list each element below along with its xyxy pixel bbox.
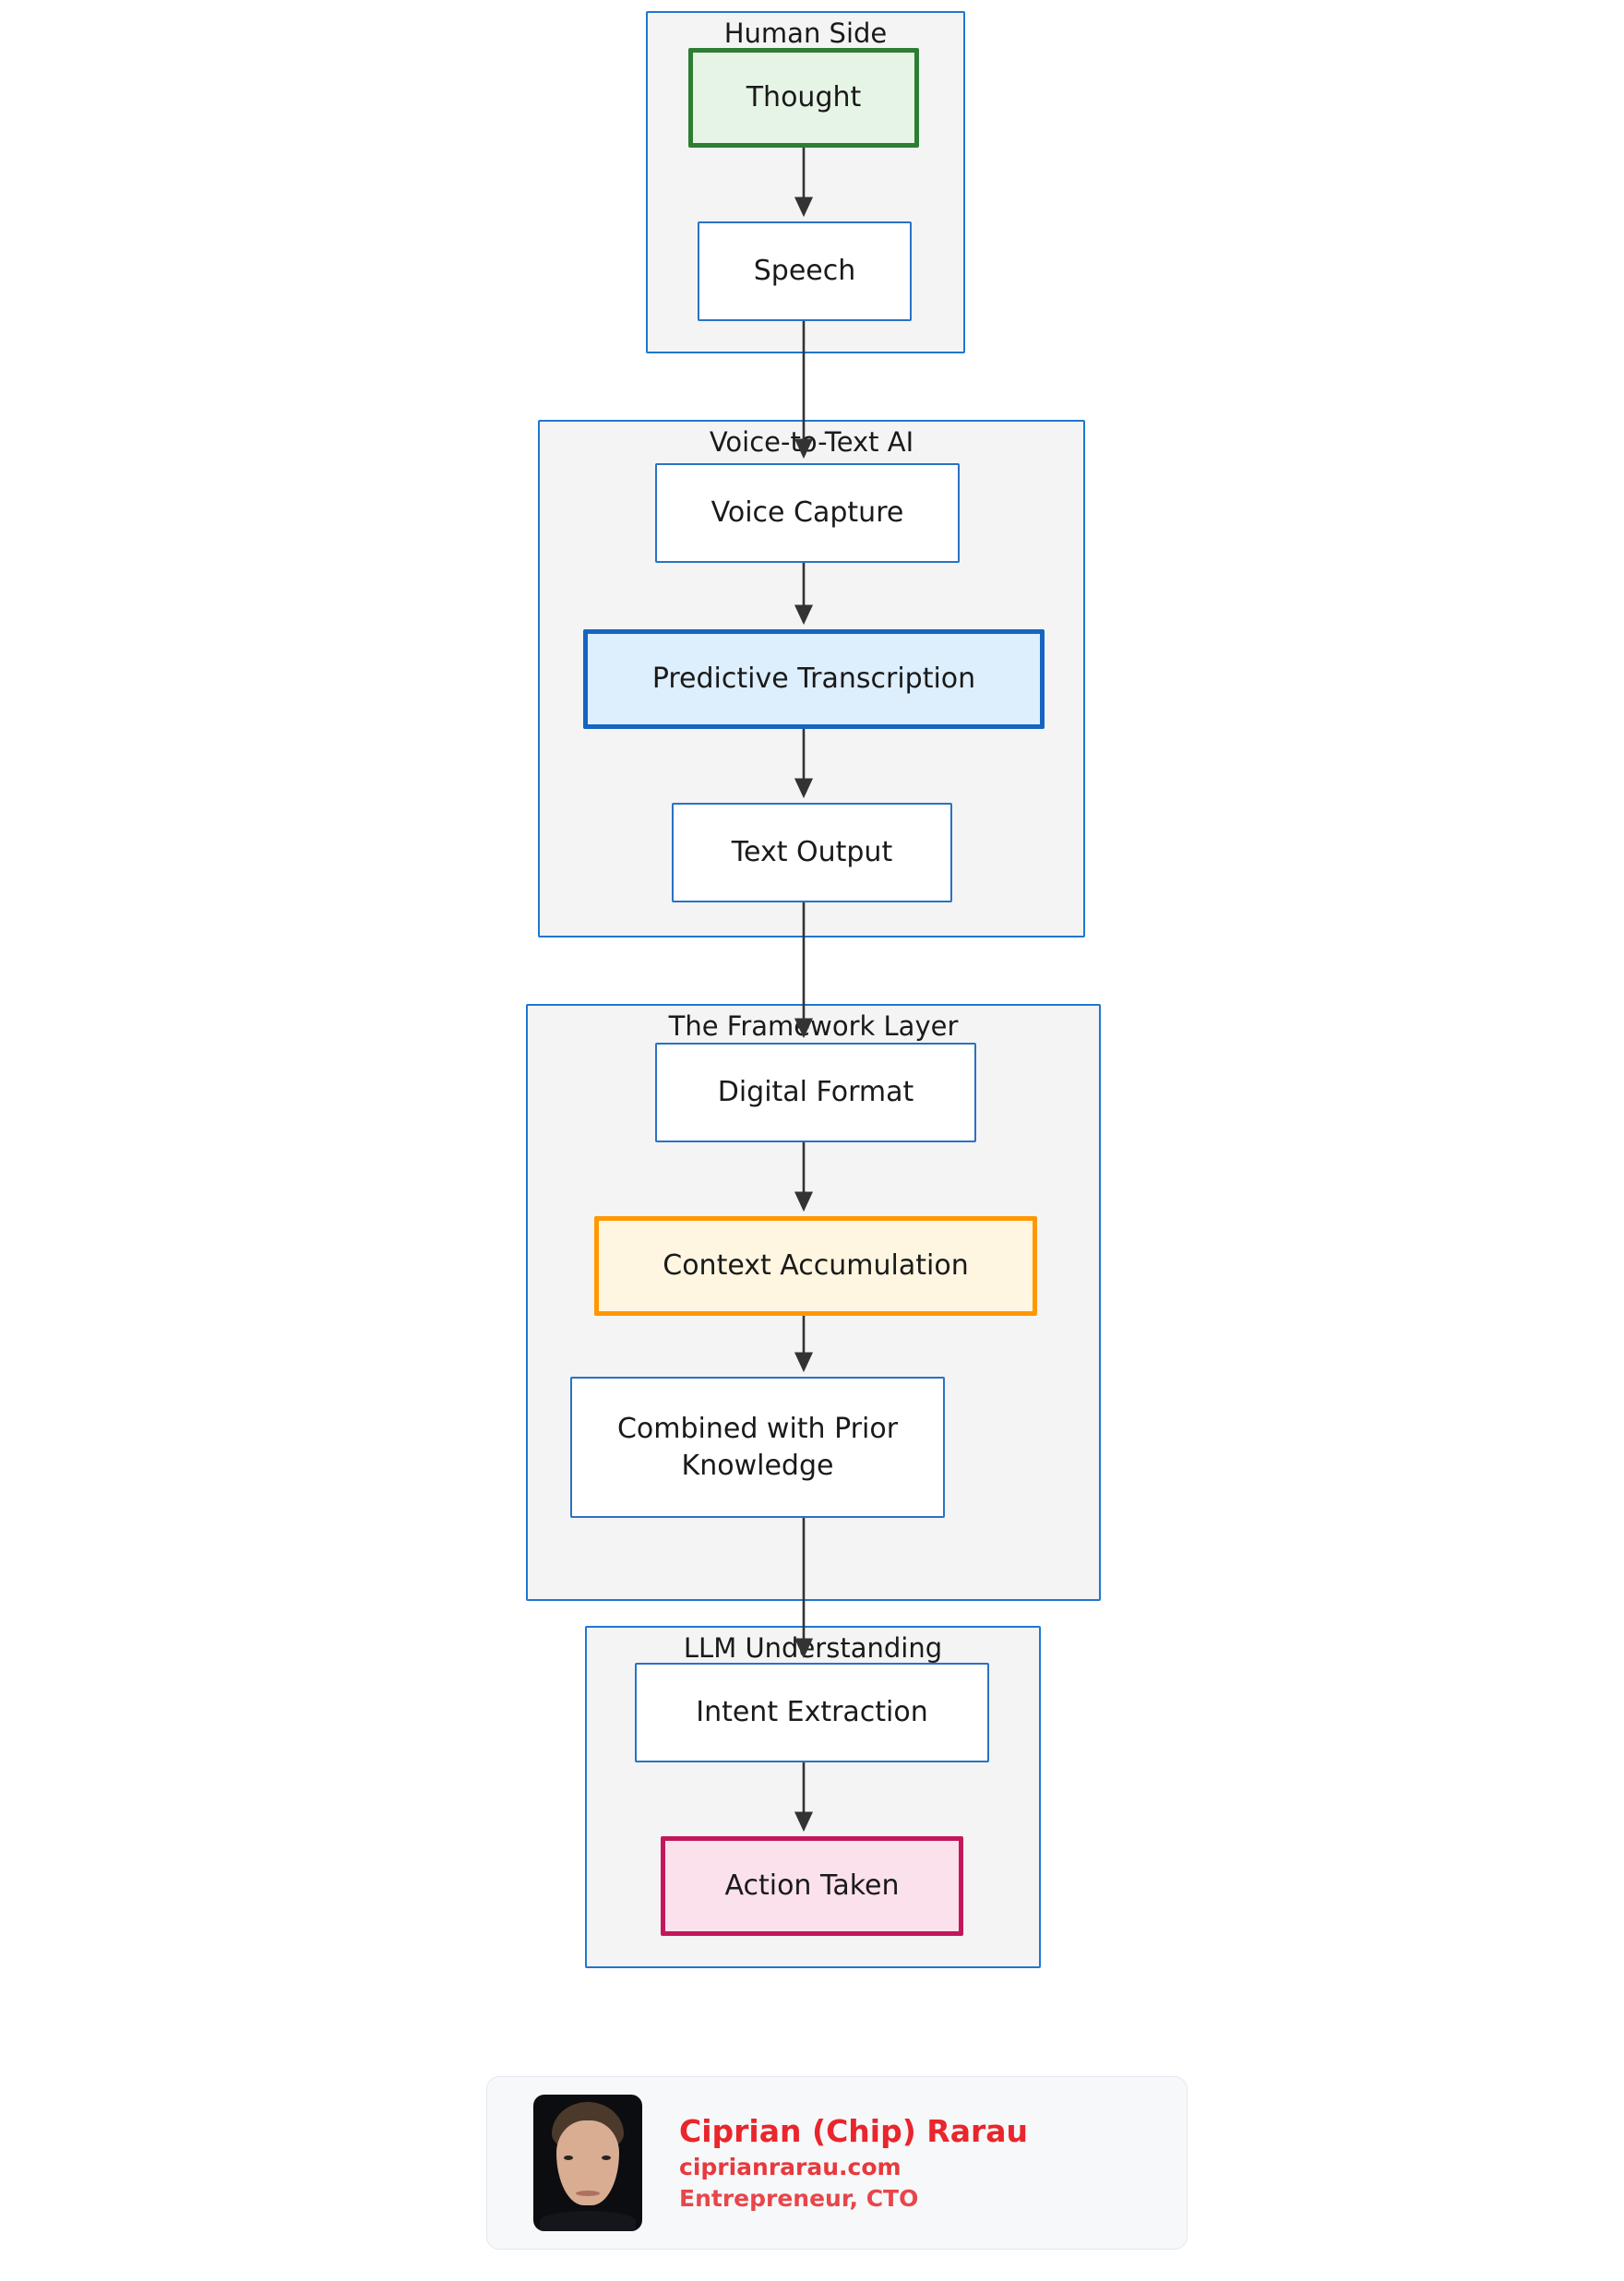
cluster-label-llm-understanding: LLM Understanding — [683, 1632, 943, 1664]
author-role: Entrepreneur, CTO — [679, 2185, 919, 2213]
node-speech-label: Speech — [753, 255, 856, 288]
node-combined-with-prior-knowledge[interactable]: Combined with Prior Knowledge — [570, 1377, 945, 1518]
avatar-eye-left — [564, 2156, 573, 2160]
node-action-taken[interactable]: Action Taken — [661, 1836, 963, 1936]
node-voice-capture[interactable]: Voice Capture — [655, 463, 960, 563]
avatar — [533, 2095, 642, 2231]
cluster-label-framework-layer: The Framework Layer — [668, 1010, 959, 1042]
node-text-output-label: Text Output — [731, 836, 893, 869]
node-combined-with-prior-knowledge-label: Combined with Prior Knowledge — [616, 1412, 899, 1482]
node-predictive-transcription[interactable]: Predictive Transcription — [583, 629, 1045, 729]
node-action-taken-label: Action Taken — [724, 1869, 900, 1903]
node-voice-capture-label: Voice Capture — [710, 496, 904, 530]
node-context-accumulation-label: Context Accumulation — [663, 1249, 969, 1283]
avatar-mouth — [576, 2191, 600, 2196]
avatar-shoulders — [540, 2211, 636, 2231]
node-digital-format-label: Digital Format — [717, 1076, 914, 1109]
author-website[interactable]: ciprianrarau.com — [679, 2154, 902, 2181]
node-predictive-transcription-label: Predictive Transcription — [651, 663, 976, 696]
node-context-accumulation[interactable]: Context Accumulation — [594, 1216, 1037, 1316]
node-text-output[interactable]: Text Output — [672, 803, 952, 902]
cluster-label-voice-to-text-ai: Voice-to-Text AI — [709, 426, 914, 458]
node-thought-label: Thought — [746, 81, 862, 114]
node-speech[interactable]: Speech — [698, 221, 912, 321]
author-text-block: Ciprian (Chip) Rarau ciprianrarau.com En… — [679, 2113, 1028, 2213]
author-card: Ciprian (Chip) Rarau ciprianrarau.com En… — [486, 2076, 1188, 2250]
cluster-label-human-side: Human Side — [723, 18, 888, 49]
node-intent-extraction-label: Intent Extraction — [696, 1696, 928, 1729]
node-intent-extraction[interactable]: Intent Extraction — [635, 1663, 989, 1762]
author-name: Ciprian (Chip) Rarau — [679, 2112, 1029, 2149]
avatar-eye-right — [602, 2156, 611, 2160]
node-thought[interactable]: Thought — [688, 48, 919, 148]
node-digital-format[interactable]: Digital Format — [655, 1043, 976, 1142]
